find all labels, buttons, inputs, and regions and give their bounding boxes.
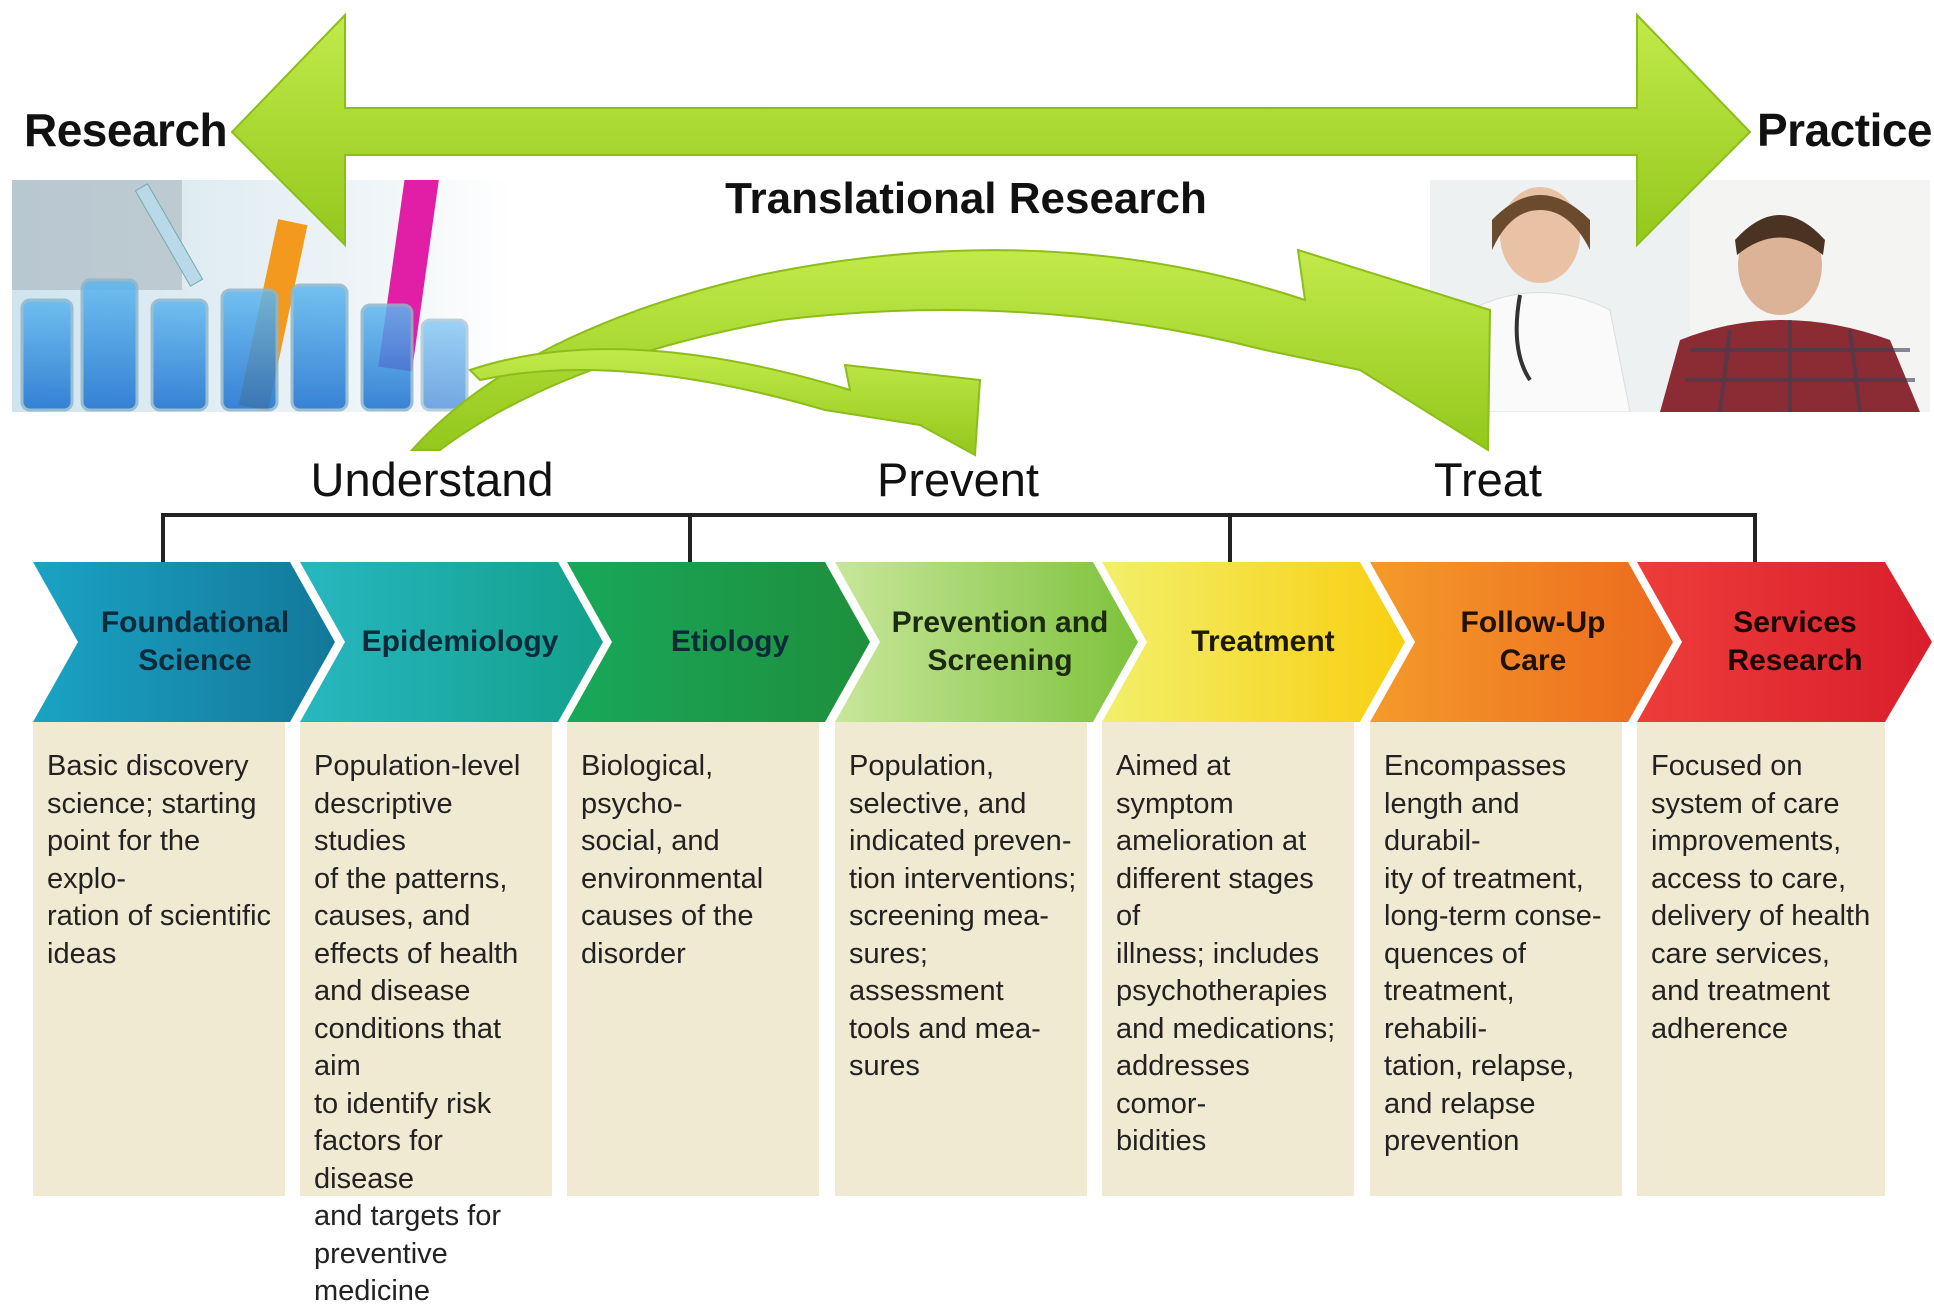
- chevron-etiology: [567, 562, 870, 722]
- chevron-foundational-science: [33, 562, 335, 722]
- stage-treat: Treat: [1434, 453, 1542, 506]
- research-label: Research: [24, 104, 228, 156]
- column-description-prevention-screening: Population,selective, and indicated prev…: [835, 722, 1087, 1196]
- chevron-epidemiology: [300, 562, 603, 722]
- diagram-graphics: [33, 12, 1932, 722]
- stage-prevent: Prevent: [877, 453, 1039, 506]
- curved-arrow-treat-icon: [409, 248, 1492, 452]
- double-arrow-icon: [230, 12, 1752, 248]
- translational-research-title: Translational Research: [725, 174, 1207, 223]
- curved-arrow-prevent-icon: [468, 348, 982, 457]
- chevron-services: [1637, 562, 1932, 722]
- stage-understand: Understand: [310, 453, 554, 506]
- column-description-etiology: Biological, psycho-social, and environme…: [567, 722, 819, 1196]
- chevron-prevention: [835, 562, 1138, 722]
- column-title-etiology: Etiology: [670, 625, 790, 658]
- chevron-row: [33, 562, 1932, 722]
- chevron-treatment: [1102, 562, 1405, 722]
- connector-lines: [161, 513, 1757, 562]
- column-title-epidemiology: Epidemiology: [361, 625, 559, 658]
- chevron-follow-up: [1370, 562, 1673, 722]
- clinic-photo: [1430, 180, 1930, 412]
- column-title-treatment: Treatment: [1191, 625, 1335, 658]
- practice-label: Practice: [1757, 104, 1933, 156]
- lab-photo: [12, 180, 512, 412]
